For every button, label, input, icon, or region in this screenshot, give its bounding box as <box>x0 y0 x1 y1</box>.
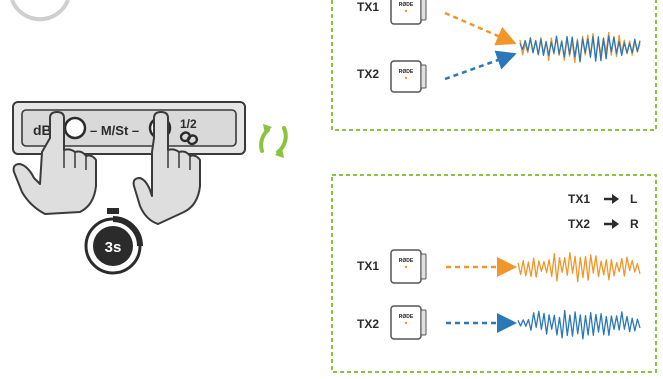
touch-hand-icon <box>12 111 97 215</box>
link-icon <box>179 131 199 146</box>
svg-text:RØDE: RØDE <box>399 2 414 8</box>
ms-button-label: – M/St – <box>90 123 139 138</box>
stereo-split-panel: TX1 L TX2 R TX1 RØDE TX2 RØDE <box>331 174 657 373</box>
mono-mix-panel: TX1 RØDE TX2 RØDE <box>331 0 657 131</box>
right-waveform-icon <box>517 309 641 340</box>
arrow-right-icon <box>604 194 619 204</box>
transmitter-icon: RØDE <box>390 0 427 25</box>
tx2-label: TX2 <box>357 67 379 81</box>
waveform-line <box>517 252 641 283</box>
svg-text:RØDE: RØDE <box>399 69 414 75</box>
waveform-line <box>517 309 641 340</box>
waveform-line <box>519 35 641 63</box>
tx2-label: TX2 <box>357 317 379 331</box>
touch-hand-icon <box>132 111 201 225</box>
tx1-arrow <box>444 11 517 46</box>
transmitter-icon: RØDE <box>390 249 427 284</box>
tx2-arrow <box>444 50 517 81</box>
cycle-arrows-icon <box>259 124 288 158</box>
db-button-label: dB <box>33 122 52 138</box>
transmitter-icon: RØDE <box>390 305 427 340</box>
route-r-label: R <box>630 217 639 231</box>
route-tx2-label: TX2 <box>568 217 590 231</box>
mixed-waveform-icon <box>519 31 641 64</box>
partial-circle-icon <box>10 0 70 22</box>
svg-text:RØDE: RØDE <box>399 258 414 264</box>
transmitter-icon: RØDE <box>390 60 427 93</box>
arrow-right-icon <box>604 219 619 229</box>
db-button[interactable] <box>63 116 87 140</box>
tx1-label: TX1 <box>357 0 379 14</box>
tx1-label: TX1 <box>357 259 379 273</box>
half-label: 1/2 <box>180 117 197 131</box>
left-waveform-icon <box>517 252 641 283</box>
hold-time-label: 3s <box>105 239 122 256</box>
timer-icon: 3s <box>84 208 143 275</box>
svg-text:RØDE: RØDE <box>399 314 414 320</box>
route-l-label: L <box>630 192 637 206</box>
route-tx1-label: TX1 <box>568 192 590 206</box>
